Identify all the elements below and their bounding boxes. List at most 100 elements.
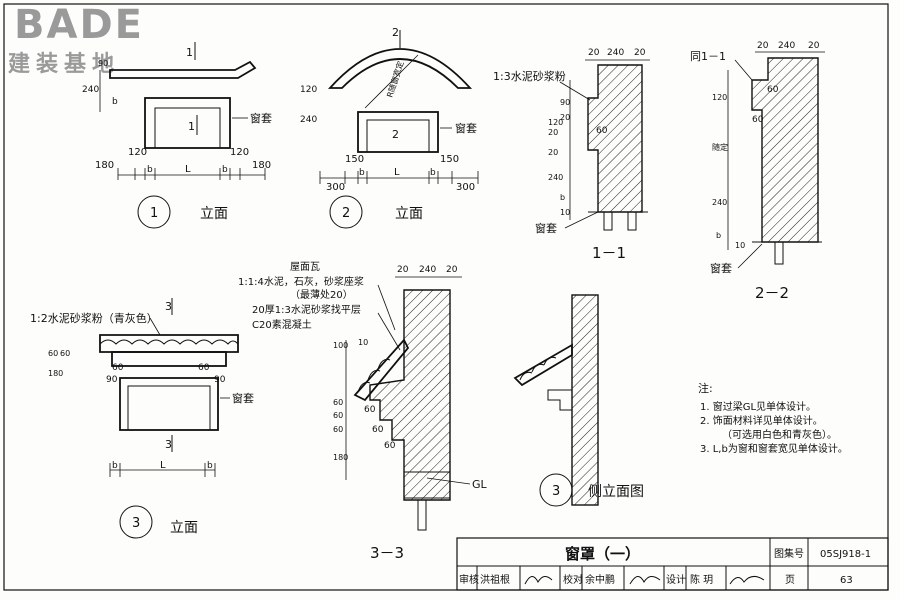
view-1-dim-h: 120 (230, 147, 249, 158)
logo-main-text: BADE (14, 2, 144, 48)
section-3-3-dim-top: 20 (446, 265, 458, 275)
view-1-dim-h: 180 (252, 160, 271, 171)
section-1-1-note-top: 1:3水泥砂浆粉 (493, 69, 566, 83)
section-3-3-dim-h: 60 (364, 405, 376, 415)
section-3-3-note: 屋面瓦 (290, 261, 320, 273)
logo: BADE 建装基地 (8, 2, 158, 77)
title-block-checker-signature (629, 576, 661, 585)
side-elevation-corbel (547, 389, 573, 411)
view-2-arc-radius: R随窗宽定 (384, 60, 405, 99)
view-1-note: 窗套 (250, 111, 272, 125)
view-1-dim-h: 120 (128, 147, 147, 158)
title-block-title: 窗罩（一） (565, 545, 640, 563)
section-1-1-dim-v: 90 (560, 98, 570, 107)
section-1-1-wall (587, 64, 643, 213)
view-1-section-mark-top: 1 (186, 46, 193, 59)
view-2-dim-h: b (430, 168, 436, 178)
view-3-section-mark-top: 3 (165, 300, 172, 313)
view-2-number-circle (329, 195, 363, 229)
view-3-dim-small: 60 (112, 363, 124, 373)
title-block-page-label: 页 (785, 574, 795, 586)
title-block-reviewer-signature (524, 576, 553, 585)
title-block-design-label: 设计 (666, 573, 686, 586)
side-elevation-wall (571, 294, 599, 506)
section-3-3-note: （最薄处20） (290, 288, 353, 301)
view-2-dim-h: 300 (456, 182, 475, 193)
view-3-dim-small: 60 (198, 363, 210, 373)
section-1-1-dim-top: 20 (588, 48, 600, 58)
section-3-3-dim-v: 10 (358, 338, 368, 347)
section-1-1-note-bottom: 窗套 (535, 221, 557, 235)
title-block-atlas-no: 05SJ918-1 (820, 549, 871, 560)
view-3-dim-v: 60 (48, 349, 58, 358)
view-2-section-mark-top: 2 (392, 26, 399, 39)
notes-item: （可选用白色和青灰色）。 (722, 428, 837, 441)
section-3-3-dim-v: 60 (333, 411, 343, 420)
view-1-dim-h: L (185, 164, 191, 175)
notes-item: 3. L,b为窗和窗套宽见单体设计。 (700, 442, 848, 455)
view-3-number-circle (119, 505, 153, 539)
section-1-1-dim-v: b (560, 193, 565, 202)
section-1-1-dim-v: 20 (548, 128, 558, 137)
section-2-2-note-bottom: 窗套 (710, 261, 732, 275)
section-3-3-note: C20素混凝土 (252, 318, 312, 331)
section-2-2-note-top: 同1－1 (690, 50, 726, 63)
view-2-dim-h: 300 (326, 182, 345, 193)
section-2-2-dim-inner: 60 (767, 85, 779, 95)
view-3-note: 窗套 (232, 391, 254, 405)
side-elevation-roof (513, 343, 573, 387)
title-block: 窗罩（一） 图集号 05SJ918-1 审核 洪祖根 校对 余中鹏 设计 陈 玥… (456, 537, 889, 591)
view-2-note: 窗套 (455, 121, 477, 135)
section-2-2-dim-v: 120 (712, 93, 727, 102)
view-2-dim-h: L (394, 167, 400, 178)
notes-item: 2. 饰面材料详见单体设计。 (700, 414, 823, 427)
section-2-2-dim-v: 随定 (712, 142, 728, 152)
section-1-1-dim-v: 240 (548, 173, 563, 182)
section-1-1-title: 1－1 (592, 244, 626, 262)
view-2-section-mark-mid: 2 (392, 128, 399, 141)
view-3-dim-h: L (160, 460, 166, 471)
title-block-designer-signature (729, 576, 765, 585)
view-1-dim-v: 90 (98, 59, 108, 68)
section-3-3-dim-v: 60 (333, 425, 343, 434)
view-1-dim-v: b (112, 97, 118, 107)
sheet-border (3, 3, 889, 591)
section-2-2-dim-v: b (716, 231, 721, 240)
section-3-3-dim-v: 100 (333, 341, 348, 350)
section-3-3-dim-v: 60 (333, 398, 343, 407)
section-1-1-dim-inner: 60 (596, 126, 608, 136)
title-block-reviewer: 洪祖根 (480, 573, 510, 586)
view-2-dim-v: 240 (300, 115, 317, 125)
section-1-1: 20 240 20 1:3水泥砂浆粉 60 90 20 20 120 240 2… (493, 48, 650, 262)
section-2-2-wall (751, 57, 819, 243)
view-3-dim-v: 60 (60, 349, 70, 358)
view-2-elevation: 2 R随窗宽定 2 窗套 120 240 300 150 b L b 150 3… (300, 26, 479, 229)
view-1-dim-h: b (147, 165, 153, 175)
section-3-3-tile-slope (353, 338, 410, 402)
section-1-1-dim-v: 10 (560, 208, 570, 217)
section-1-1-dim-v: 20 (548, 148, 558, 157)
view-3-dim-h: b (207, 461, 213, 471)
section-3-3-dim-h: 60 (384, 441, 396, 451)
section-3-3-dim-top: 20 (397, 265, 409, 275)
section-2-2-dim-v: 10 (735, 241, 745, 250)
view-3-roof-tiles (99, 334, 239, 353)
section-2-2-dim-v: 240 (712, 198, 727, 207)
view-3-dim-small: 90 (106, 375, 118, 385)
view-3-caption: 立面 (170, 520, 198, 536)
side-elevation-caption: 侧立面图 (588, 484, 644, 500)
title-block-page-no: 63 (840, 575, 853, 586)
section-2-2-dim-top: 20 (808, 41, 820, 51)
section-3-3-note: 1:1:4水泥，石灰，砂浆座浆 (238, 275, 364, 288)
view-2-dim-v: 120 (300, 85, 317, 95)
section-3-3-lintel-gl (403, 471, 451, 499)
view-1-dim-h: b (222, 165, 228, 175)
section-2-2-dim-inner: 60 (752, 115, 764, 125)
section-1-1-dim-top: 240 (607, 48, 624, 58)
logo-sub-text: 建装基地 (8, 52, 121, 77)
view-3-number: 3 (132, 516, 140, 531)
side-elevation-number: 3 (552, 484, 560, 499)
title-block-designer: 陈 玥 (690, 573, 713, 586)
